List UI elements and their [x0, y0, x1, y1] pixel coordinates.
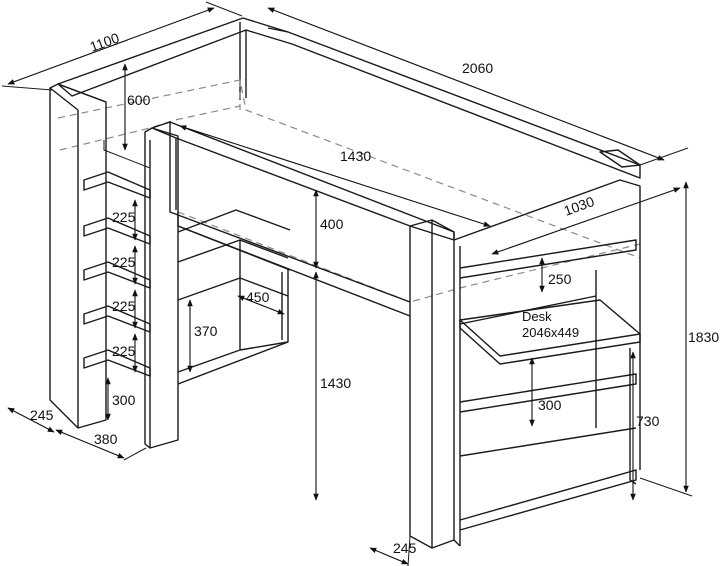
- ext-line: [407, 535, 411, 566]
- ext-line: [205, 1, 243, 17]
- label-right-mid-gap: 300: [538, 397, 562, 413]
- label-right-top-gap: 250: [548, 271, 572, 287]
- label-shelf-gap-4: 225: [112, 343, 136, 359]
- label-total-height: 1830: [688, 329, 719, 345]
- dim-line-depth-top: [7, 7, 215, 85]
- mid-shelf-3: [177, 341, 289, 373]
- label-ladder-bottom: 300: [112, 392, 136, 408]
- ext-line: [639, 477, 693, 497]
- dimension-labels: 1100 2060 600 1430 400 1030 225 225 225 …: [30, 29, 719, 556]
- dim-line-mid-shelf-depth: [237, 295, 285, 315]
- ladder-step: [83, 305, 151, 333]
- ladder-steps: [83, 140, 151, 377]
- label-under-bed-height: 1430: [320, 375, 351, 391]
- label-depth-top: 1100: [88, 29, 122, 54]
- label-desk-name: Desk: [522, 309, 552, 324]
- dim-line-ladder-depth: [7, 407, 55, 433]
- bookcase-shelf-3: [459, 373, 637, 413]
- label-ladder-depth: 245: [30, 407, 54, 423]
- front-guard-lower: [169, 122, 411, 303]
- mid-shelf-1: [177, 239, 289, 263]
- label-beam-height: 400: [320, 216, 344, 232]
- desk-edge: [459, 320, 641, 365]
- label-shelf-gap-1: 225: [112, 209, 136, 225]
- label-desk-size: 2046x449: [522, 325, 579, 340]
- label-shelf-gap-2: 225: [112, 254, 136, 270]
- label-shelf-gap-3: 225: [112, 298, 136, 314]
- dim-line-right-post-depth: [369, 547, 409, 565]
- ladder-step: [83, 349, 151, 377]
- ladder-outer-post-top-front: [49, 87, 79, 111]
- dimension-lines: [1, 1, 693, 566]
- dim-line-length-top: [267, 7, 665, 161]
- label-right-post-depth: 245: [393, 540, 417, 556]
- bookcase-foot: [453, 539, 461, 547]
- dim-line-end-depth: [491, 187, 681, 255]
- ext-line: [123, 447, 147, 461]
- label-desk-span: 1430: [340, 148, 371, 164]
- label-ladder-width: 380: [94, 431, 118, 447]
- bookcase-shelf-5: [459, 469, 637, 531]
- ladder-step: [83, 171, 151, 199]
- mattress-outline-front: [177, 211, 641, 303]
- label-end-depth: 1030: [562, 193, 597, 219]
- ext-line: [1, 85, 53, 91]
- label-length-top: 2060: [462, 60, 493, 76]
- ladder-step: [83, 217, 151, 245]
- ladder-step: [83, 261, 151, 289]
- bookcase-shelf-4: [459, 427, 637, 457]
- label-mid-shelf-depth: 450: [246, 289, 270, 305]
- label-desk-height: 730: [636, 413, 660, 429]
- beam-lower-edge: [177, 225, 291, 271]
- dim-line-ladder-width: [55, 429, 125, 459]
- dim-line-desk-span: [179, 125, 491, 227]
- mid-shelf-2: [177, 277, 289, 301]
- ext-line: [639, 147, 689, 166]
- ladder-step-top: [103, 140, 151, 169]
- label-guard-height: 600: [127, 92, 151, 108]
- ladder-outer-post-top: [57, 83, 107, 103]
- label-mid-shelf-height: 370: [194, 323, 218, 339]
